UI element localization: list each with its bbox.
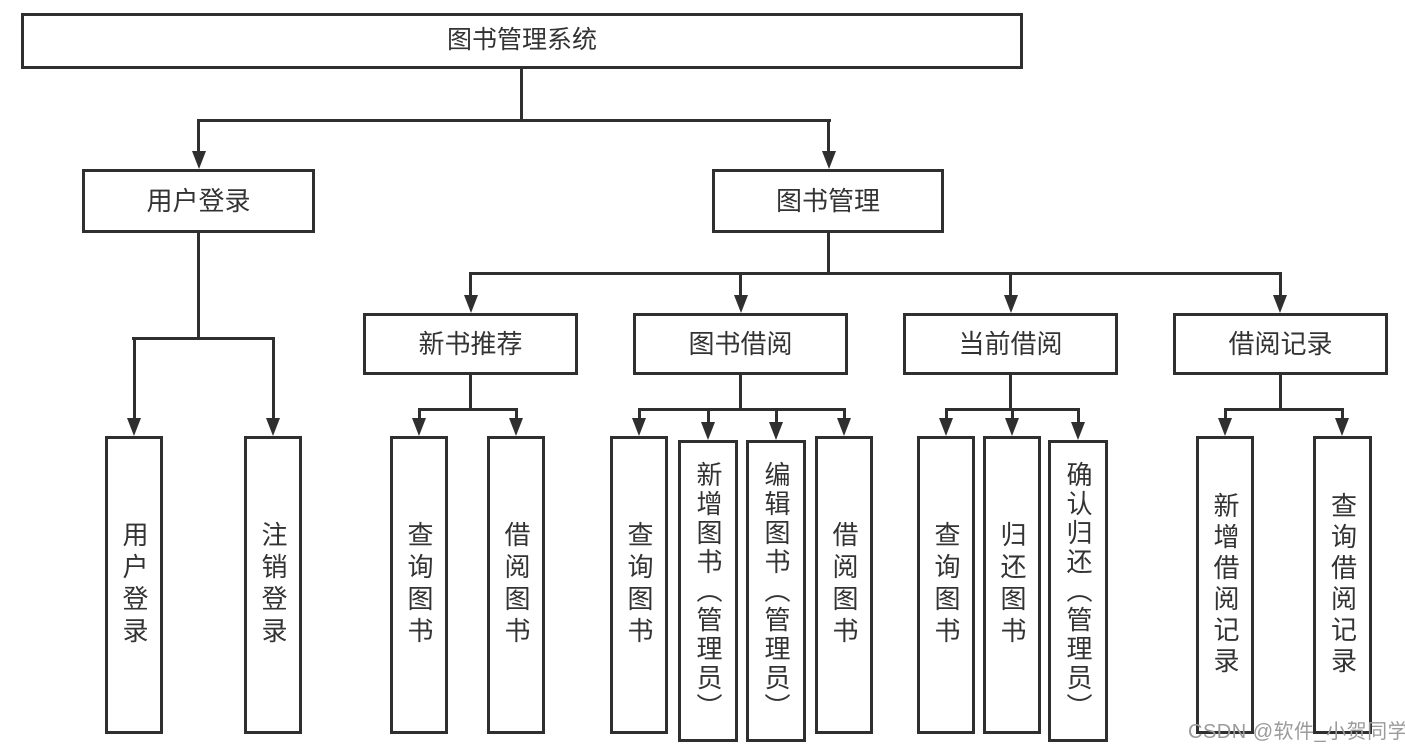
arrowhead (701, 422, 715, 440)
connector-root-drop-right (827, 119, 830, 153)
connector-bb-stub (739, 375, 742, 408)
arrowhead (192, 151, 206, 169)
connector-root-drop-left (197, 119, 200, 153)
node-root-label: 图书管理系统 (446, 26, 597, 55)
connector-cb-drop-2 (1011, 408, 1014, 419)
connector-user-login-drop-1 (133, 337, 136, 418)
node-leaf-bb-borrow-book: 借阅图书 (815, 436, 873, 734)
connector-nr-hline (418, 408, 518, 411)
arrowhead (1071, 422, 1085, 440)
arrowhead (464, 295, 478, 313)
arrowhead (1218, 418, 1232, 436)
node-leaf-cb-return-book: 归还图书 (983, 436, 1041, 734)
connector-cb-drop-1 (945, 408, 948, 419)
connector-root-hline (197, 119, 831, 122)
node-leaf-nr-query-book: 查询图书 (390, 436, 448, 734)
arrowhead (266, 418, 280, 436)
node-leaf-nr-borrow-book: 借阅图书 (487, 436, 545, 734)
connector-book-mgmt-drop-3 (1009, 272, 1012, 296)
node-book-management-label: 图书管理 (775, 185, 880, 216)
connector-bb-drop-3 (775, 408, 778, 423)
arrowhead (1273, 295, 1287, 313)
node-book-borrow: 图书借阅 (633, 313, 848, 375)
node-borrow-record-label: 借阅记录 (1228, 328, 1333, 359)
arrowhead (509, 418, 523, 436)
arrowhead (632, 418, 646, 436)
node-user-login-label: 用户登录 (146, 185, 251, 216)
node-leaf-bb-query-book: 查询图书 (610, 436, 668, 734)
connector-user-login-drop-2 (272, 337, 275, 418)
node-leaf-br-query-record: 查询借阅记录 (1313, 436, 1372, 734)
arrowhead (1005, 418, 1019, 436)
csdn-watermark: CSDN @软件_小贺同学 (1188, 721, 1405, 743)
connector-nr-drop-2 (515, 408, 518, 419)
node-leaf-user-login: 用户登录 (105, 436, 163, 734)
arrowhead (939, 418, 953, 436)
connector-br-hline (1224, 408, 1344, 411)
node-new-book-recommend-label: 新书推荐 (418, 328, 523, 359)
connector-user-login-stub (197, 233, 200, 337)
arrowhead (127, 418, 141, 436)
node-root: 图书管理系统 (21, 13, 1023, 69)
arrowhead (837, 418, 851, 436)
node-leaf-bb-add-book-admin: 新增图书（管理员） (678, 440, 738, 742)
node-user-login: 用户登录 (82, 169, 315, 233)
node-leaf-cb-confirm-return-admin: 确认归还（管理员） (1048, 440, 1108, 742)
node-leaf-bb-edit-book-admin: 编辑图书（管理员） (746, 440, 806, 742)
node-current-borrow-label: 当前借阅 (958, 328, 1063, 359)
node-leaf-br-add-record: 新增借阅记录 (1196, 436, 1254, 734)
arrowhead (734, 295, 748, 313)
node-book-management: 图书管理 (712, 169, 944, 233)
node-current-borrow: 当前借阅 (903, 313, 1118, 375)
connector-book-mgmt-drop-4 (1279, 272, 1282, 296)
connector-cb-drop-3 (1077, 408, 1080, 423)
connector-bb-drop-4 (843, 408, 846, 419)
connector-book-mgmt-drop-2 (739, 272, 742, 296)
connector-bb-drop-1 (638, 408, 641, 419)
node-leaf-cb-query-book: 查询图书 (917, 436, 975, 734)
connector-book-mgmt-drop-1 (469, 272, 472, 296)
arrowhead (769, 422, 783, 440)
connector-bb-drop-2 (707, 408, 710, 423)
arrowhead (1004, 295, 1018, 313)
node-borrow-record: 借阅记录 (1173, 313, 1388, 375)
connector-book-mgmt-hline (469, 272, 1282, 275)
arrowhead (822, 151, 836, 169)
connector-br-drop-1 (1224, 408, 1227, 419)
node-new-book-recommend: 新书推荐 (363, 313, 578, 375)
connector-cb-stub (1009, 375, 1012, 408)
node-leaf-logout: 注销登录 (244, 436, 302, 734)
connector-nr-stub (469, 375, 472, 408)
arrowhead (412, 418, 426, 436)
connector-bb-hline (638, 408, 846, 411)
connector-book-mgmt-stub (827, 233, 830, 272)
node-book-borrow-label: 图书借阅 (688, 328, 793, 359)
connector-br-stub (1279, 375, 1282, 408)
connector-br-drop-2 (1341, 408, 1344, 419)
arrowhead (1335, 418, 1349, 436)
connector-root-stub (520, 69, 523, 119)
connector-user-login-hline (132, 337, 275, 340)
connector-nr-drop-1 (418, 408, 421, 419)
